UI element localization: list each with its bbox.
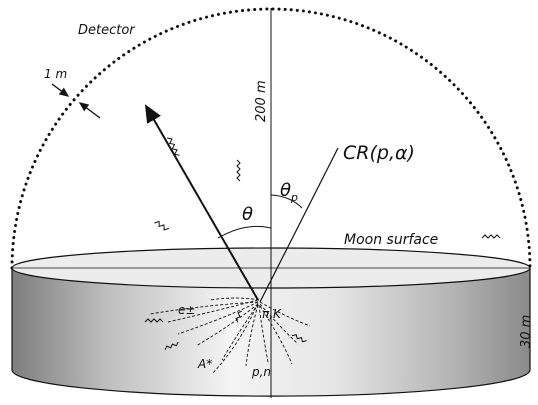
pion-kaon-label: π,K: [262, 307, 282, 321]
cosmic-ray-line: [259, 147, 339, 303]
electron-label: e±: [178, 303, 195, 317]
detector-dome: [10, 7, 532, 270]
theta-p-label: θp: [280, 180, 298, 204]
proton-neutron-label: p,n: [251, 365, 271, 379]
thickness-label: 1 m: [44, 67, 67, 81]
depth-label: 30 m: [519, 315, 534, 348]
theta-label: θ: [242, 204, 253, 225]
cosmic-ray-label: CR(p,α): [343, 142, 415, 164]
theta-angle-arc: [217, 225, 272, 239]
moon-surface-label: Moon surface: [344, 232, 438, 248]
height-label: 200 m: [254, 80, 269, 122]
theta-p-angle-arc: [270, 194, 303, 209]
thickness-arrow-inner: [78, 102, 101, 119]
detector-label: Detector: [78, 23, 136, 38]
particle-cascade: [149, 297, 311, 375]
theta-p-symbol: θ: [280, 180, 291, 201]
outgoing-particle-arrow: [145, 104, 259, 301]
thickness-arrow-outer: [51, 83, 70, 97]
theta-p-subscript: p: [290, 191, 298, 204]
nucleus-label: A*: [197, 357, 212, 371]
gamma-ray-squiggles: [144, 137, 501, 351]
